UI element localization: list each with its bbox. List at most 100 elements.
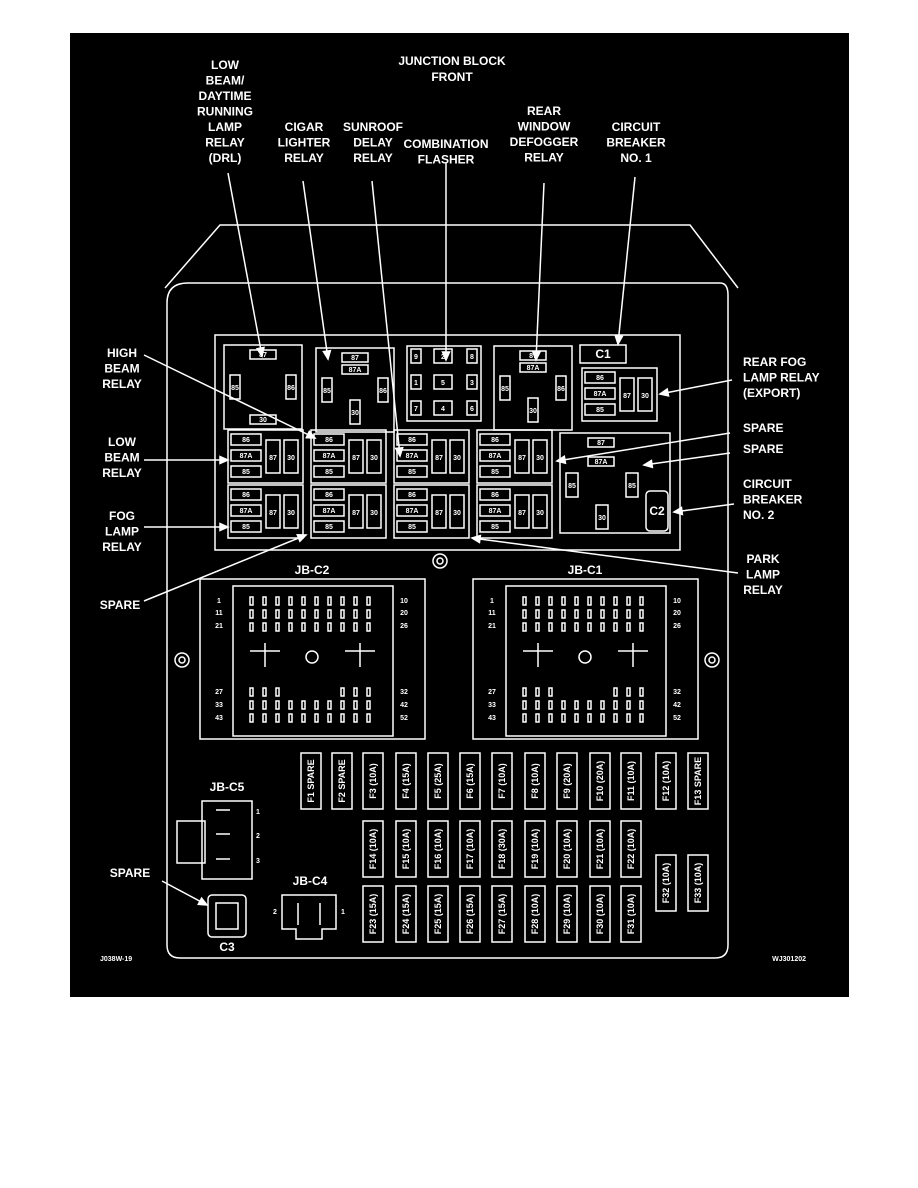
arrow-fog-head [219, 522, 230, 532]
connector-jb-c2-pin [262, 622, 267, 632]
relay-area-frame [214, 334, 681, 551]
relay-cigar-lighter-pin-30-label: 30 [351, 410, 359, 417]
mount-hole-inner-1 [178, 656, 186, 664]
relay-low-beam-pin-86-label: 86 [242, 437, 250, 444]
housing-top-bevel [164, 224, 739, 289]
connector-jb-c1-row-right-26: 26 [673, 623, 681, 630]
connector-jb-c2-pin [327, 713, 332, 723]
fuse-f17 [459, 820, 481, 878]
fuse-label-f11: F11 (10A) [626, 761, 636, 801]
mount-hole-0 [432, 553, 448, 569]
fuse-label-f21: F21 (10A) [595, 829, 605, 870]
arrow-cb1-head [614, 334, 624, 346]
connector-jb-c1-pin [535, 622, 540, 632]
connector-jb-c1-row-left-27: 27 [488, 689, 496, 696]
relay-spare-right-pin-85 [565, 472, 579, 498]
fuse-f3 [362, 752, 384, 810]
relay-low-beam-pin-30 [283, 439, 299, 474]
relay-fog-lamp-pin-86 [230, 488, 262, 501]
arrow-high-beam [143, 354, 316, 439]
flasher-pin-label-2: 2 [441, 354, 445, 361]
fuse-label-f15: F15 (10A) [401, 829, 411, 870]
relay-cigar-lighter-pin-87-label: 87 [351, 355, 359, 362]
connector-jb-c2-pin [366, 609, 371, 619]
callout-spare-right-2: SPARE [743, 442, 783, 456]
circuit-breaker-c2-label: C2 [649, 504, 665, 518]
relay-high-beam [310, 429, 387, 484]
relay-spare-right-pin-85-label: 85 [568, 483, 576, 490]
relay-rear-fog-pin-87a-label: 87A [594, 391, 607, 398]
connector-jb-c1-inner [505, 585, 667, 737]
fuse-f12 [655, 752, 677, 810]
relay-park-lamp-pin-85-label: 85 [408, 524, 416, 531]
connector-jb-c2-pin [366, 622, 371, 632]
relay-fog-lamp-pin-87 [265, 494, 281, 529]
relay-rear-fog-pin-87-label: 87 [623, 393, 631, 400]
connector-jb-c2-label: JB-C2 [295, 563, 330, 577]
arrow-spare-right-2 [643, 452, 731, 466]
fuse-f25 [427, 885, 449, 943]
fuse-f16 [427, 820, 449, 878]
connector-jb-c1-row-left-1: 1 [490, 598, 494, 605]
relay-drl-pin-30-label: 30 [259, 417, 267, 424]
relay-park-lamp-pin-87 [431, 494, 447, 529]
fuse-f1 [300, 752, 322, 810]
connector-jb-c1-pin [548, 713, 553, 723]
connector-jb-c2-row-left-1: 1 [217, 598, 221, 605]
relay-rear-fog-pin-85 [584, 403, 616, 416]
fuse-label-f28: F28 (10A) [530, 894, 540, 935]
arrow-park [471, 537, 739, 574]
flasher-pin-label-3: 3 [470, 380, 474, 387]
callout-high-beam-line-2: RELAY [102, 377, 142, 391]
relay-spare-b-pin-87a-label: 87A [489, 453, 502, 460]
relay-spare-b-pin-87a [479, 449, 511, 462]
callout-cigar-lighter-line-1: LIGHTER [278, 136, 331, 150]
footer-left: J038W-19 [100, 956, 132, 963]
flasher-pin-5 [433, 374, 453, 390]
connector-c3-inner [215, 902, 239, 930]
callout-rear-fog-line-0: REAR FOG [743, 355, 806, 369]
connector-jb-c1-pin [561, 700, 566, 710]
relay-spare-d-pin-87a [479, 504, 511, 517]
callout-rear-fog-line-1: LAMP RELAY [743, 371, 820, 385]
connector-jb-c1-row-left-11: 11 [488, 610, 496, 617]
connector-jb-c1-pin [600, 596, 605, 606]
connector-c3 [207, 894, 247, 938]
relay-fog-lamp-pin-30 [283, 494, 299, 529]
arrow-spare-left-head [296, 533, 308, 543]
fuse-label-f31: F31 (10A) [626, 894, 636, 935]
connector-jb-c1-pin [574, 622, 579, 632]
relay-low-beam-pin-87a [230, 449, 262, 462]
connector-jb-c2-pin [353, 622, 358, 632]
fuse-f9 [556, 752, 578, 810]
combination-flasher [406, 345, 482, 422]
fuse-label-f18: F18 (30A) [497, 829, 507, 870]
connector-jb-c1-pin [535, 713, 540, 723]
relay-fog-lamp-pin-85 [230, 520, 262, 533]
connector-jb-c1-pin [639, 687, 644, 697]
connector-jb-c5-label: JB-C5 [210, 780, 245, 794]
fuse-label-f25: F25 (15A) [433, 894, 443, 935]
connector-jb-c1-row-right-10: 10 [673, 598, 681, 605]
connector-jb-c2-pin [249, 622, 254, 632]
connector-jb-c1-pin [587, 596, 592, 606]
relay-spare-right-pin-30-label: 30 [598, 515, 606, 522]
relay-fog-lamp-pin-87a-label: 87A [240, 508, 253, 515]
callout-rear-window-defogger-line-0: REAR [527, 104, 561, 118]
mount-hole-inner-0 [436, 557, 444, 565]
connector-jb-c2-row-right-32: 32 [400, 689, 408, 696]
connector-jb-c1-pin [639, 700, 644, 710]
connector-jb-c1 [472, 578, 699, 740]
relay-rear-defogger-pin-85 [499, 375, 511, 401]
connector-jb-c2-pin [301, 700, 306, 710]
connector-jb-c1-pin [548, 609, 553, 619]
connector-jb-c2-pin [327, 596, 332, 606]
circuit-breaker-c1 [579, 344, 627, 364]
arrow-low-beam-head [219, 455, 230, 465]
connector-jb-c2-pin [327, 622, 332, 632]
relay-high-beam-pin-87-label: 87 [352, 455, 360, 462]
flasher-pin-3 [466, 374, 478, 390]
connector-jb-c2-pin [288, 609, 293, 619]
relay-cigar-lighter-pin-85 [321, 377, 333, 403]
connector-jb-c1-pin [600, 713, 605, 723]
